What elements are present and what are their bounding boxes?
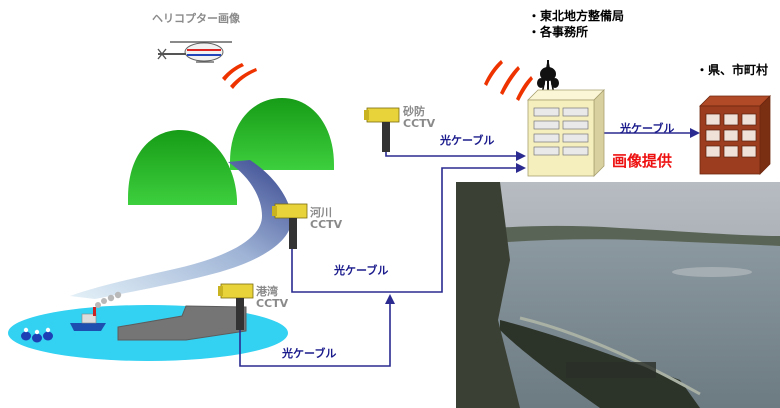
cctv-sabo-icon bbox=[364, 107, 400, 152]
boat-icon bbox=[70, 307, 106, 331]
tower-waves-icon bbox=[484, 60, 533, 101]
cctv-kasen-icon bbox=[272, 203, 308, 249]
cable-kowan-label: 光ケーブル bbox=[282, 347, 337, 360]
cable-lines bbox=[239, 128, 700, 367]
cctv-sabo-line2: CCTV bbox=[403, 117, 436, 130]
cctv-kowan-label: 港湾 CCTV bbox=[256, 286, 288, 310]
cable-kasen bbox=[291, 163, 526, 293]
cctv-kowan-icon bbox=[218, 283, 254, 330]
image-provision-label: 画像提供 bbox=[612, 152, 673, 170]
helicopter-label: ヘリコプター画像 bbox=[152, 12, 240, 25]
bureau-line1: ・東北地方整備局 bbox=[528, 9, 625, 23]
swimmers-icon bbox=[21, 327, 53, 343]
river bbox=[70, 160, 292, 299]
smoke-icon bbox=[95, 291, 122, 308]
mountain-left bbox=[128, 130, 237, 205]
bureau-label: ・東北地方整備局 ・各事務所 bbox=[528, 8, 624, 40]
pier bbox=[117, 305, 247, 341]
cable-kowan bbox=[239, 294, 395, 367]
cctv-kasen-line1: 河川 bbox=[310, 206, 332, 219]
radio-waves-icon bbox=[222, 63, 257, 89]
cctv-kasen-label: 河川 CCTV bbox=[310, 207, 342, 231]
cctv-kowan-line1: 港湾 bbox=[256, 285, 278, 298]
mountain-right bbox=[230, 98, 334, 170]
bureau-line2: ・各事務所 bbox=[528, 25, 589, 39]
cctv-sabo-line1: 砂防 bbox=[403, 105, 425, 118]
antenna-tower-icon bbox=[537, 60, 559, 101]
cctv-kowan-line2: CCTV bbox=[256, 297, 289, 310]
cctv-kasen-line2: CCTV bbox=[310, 218, 343, 231]
prefecture-label: ・県、市町村 bbox=[696, 63, 769, 77]
cable-sabo bbox=[385, 150, 526, 161]
cctv-photo bbox=[456, 182, 780, 408]
cable-to-pref-label: 光ケーブル bbox=[620, 122, 675, 135]
cctv-sabo-label: 砂防 CCTV bbox=[403, 106, 435, 130]
bureau-building-icon bbox=[527, 89, 605, 177]
helicopter-icon bbox=[157, 41, 232, 63]
prefecture-building-icon bbox=[699, 95, 771, 175]
cable-sabo-label: 光ケーブル bbox=[440, 134, 495, 147]
cable-kasen-label: 光ケーブル bbox=[334, 264, 389, 277]
